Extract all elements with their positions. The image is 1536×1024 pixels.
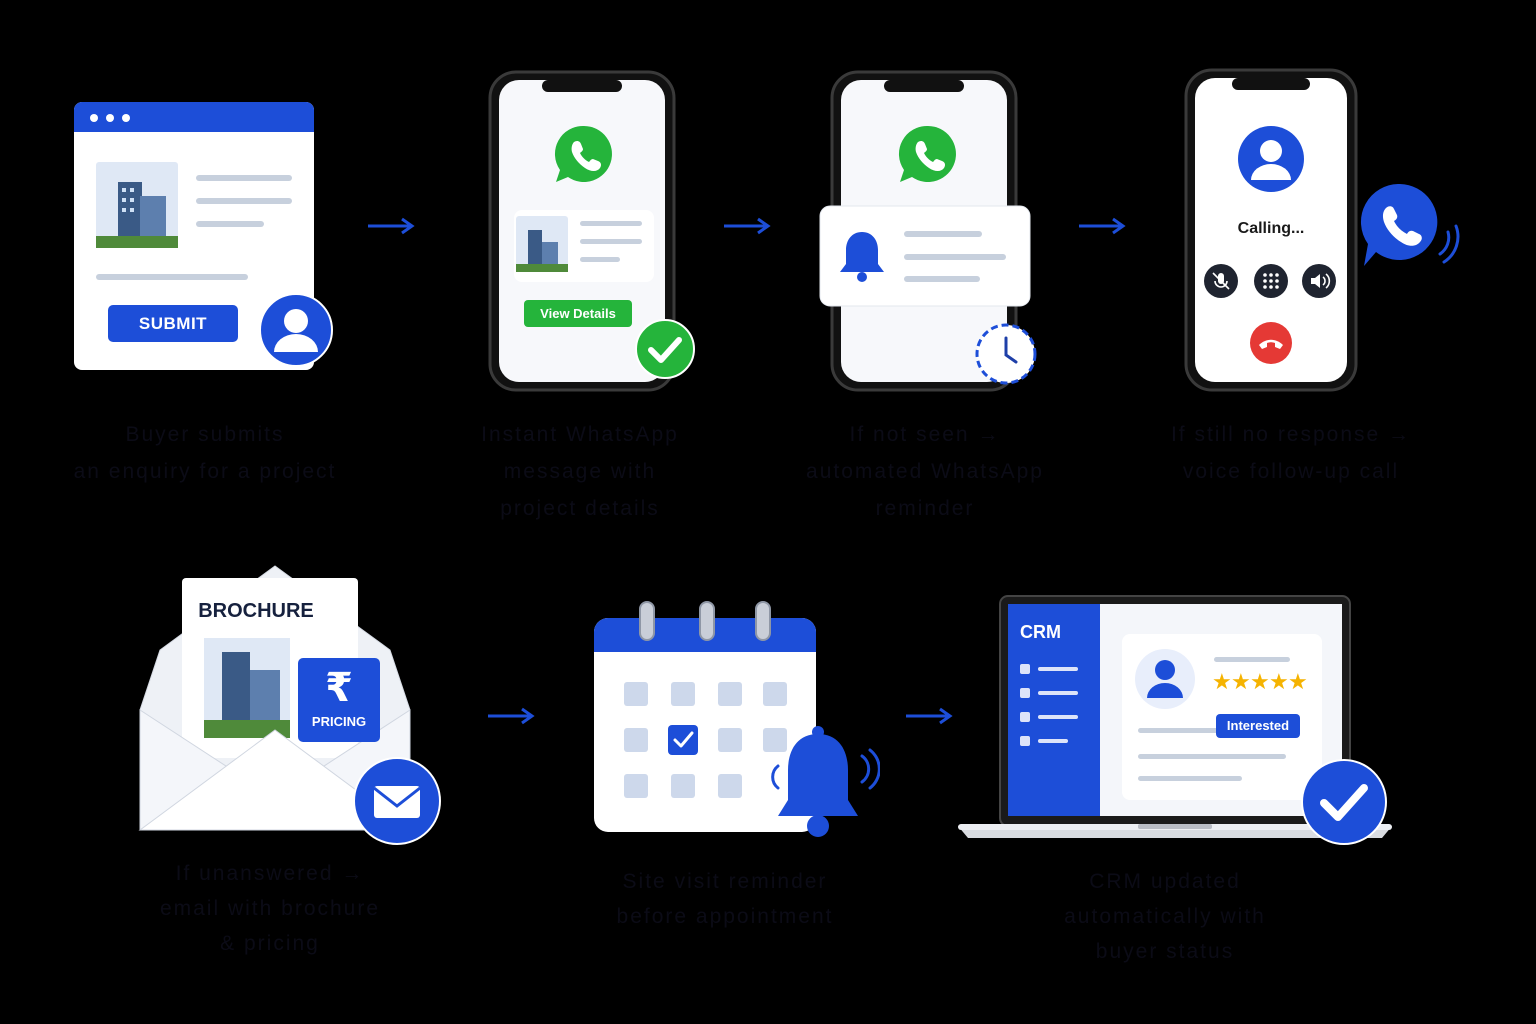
step-enquiry: SUBMIT [60,90,350,390]
step-site-visit [586,596,886,846]
speaker-icon[interactable] [1302,264,1336,298]
step-crm: CRM ★ ★ ★ ★ ★ Interested [958,592,1398,854]
star-icon: ★ [1250,669,1270,694]
bell-icon [840,232,884,282]
pricing-label: PRICING [311,714,367,729]
crm-sidebar [1008,604,1100,816]
brochure-title: BROCHURE [198,600,314,622]
phone-icon [1360,183,1460,266]
star-icon: ★ [1231,669,1251,694]
submit-button[interactable]: SUBMIT [138,314,208,333]
keypad-icon[interactable] [1254,264,1288,298]
call-status: Calling... [1237,220,1305,237]
whatsapp-icon [898,125,956,182]
phone-reminder-illustration [819,70,1031,392]
submit-button-bg [108,305,238,342]
flow-arrow [724,217,771,235]
calendar-icon [594,601,816,832]
flow-arrow [906,707,953,725]
flow-arrow [368,217,415,235]
phone-call-illustration [1184,68,1358,392]
step-whatsapp: View Details [480,64,710,404]
enquiry-illustration [74,102,314,370]
status-badge: Interested [1216,714,1300,738]
pricing-card [298,658,380,742]
star-icon: ★ [1212,669,1232,694]
step-email: BROCHURE ₹ PRICING [130,560,450,850]
flow-arrow [1079,217,1126,235]
whatsapp-icon [554,125,612,182]
user-icon [259,293,333,367]
view-details-button[interactable]: View Details [540,306,616,321]
star-icon: ★ [1288,669,1308,694]
caption-email: If unanswered →email with brochure& pric… [159,862,381,955]
step-call: Calling... [1176,64,1476,404]
selected-date [668,725,698,755]
caption-call: If still no response →voice follow-up ca… [1170,423,1412,483]
rupee-icon: ₹ [325,666,353,710]
end-call-icon[interactable] [1250,322,1292,364]
phone-whatsapp-illustration [488,70,676,392]
user-icon [1238,126,1304,192]
crm-label: CRM [1020,622,1061,642]
check-icon [635,319,695,379]
bell-icon [771,726,880,837]
envelope-icon [353,757,441,845]
check-icon [1301,759,1387,845]
envelope-illustration [138,565,412,831]
flow-arrow [488,707,535,725]
star-icon: ★ [1269,669,1289,694]
mute-icon[interactable] [1204,264,1238,298]
step-reminder [812,64,1052,404]
clock-icon [975,323,1037,385]
user-icon [1135,649,1195,709]
building-thumbnail [96,162,178,248]
browser-titlebar [74,102,314,132]
